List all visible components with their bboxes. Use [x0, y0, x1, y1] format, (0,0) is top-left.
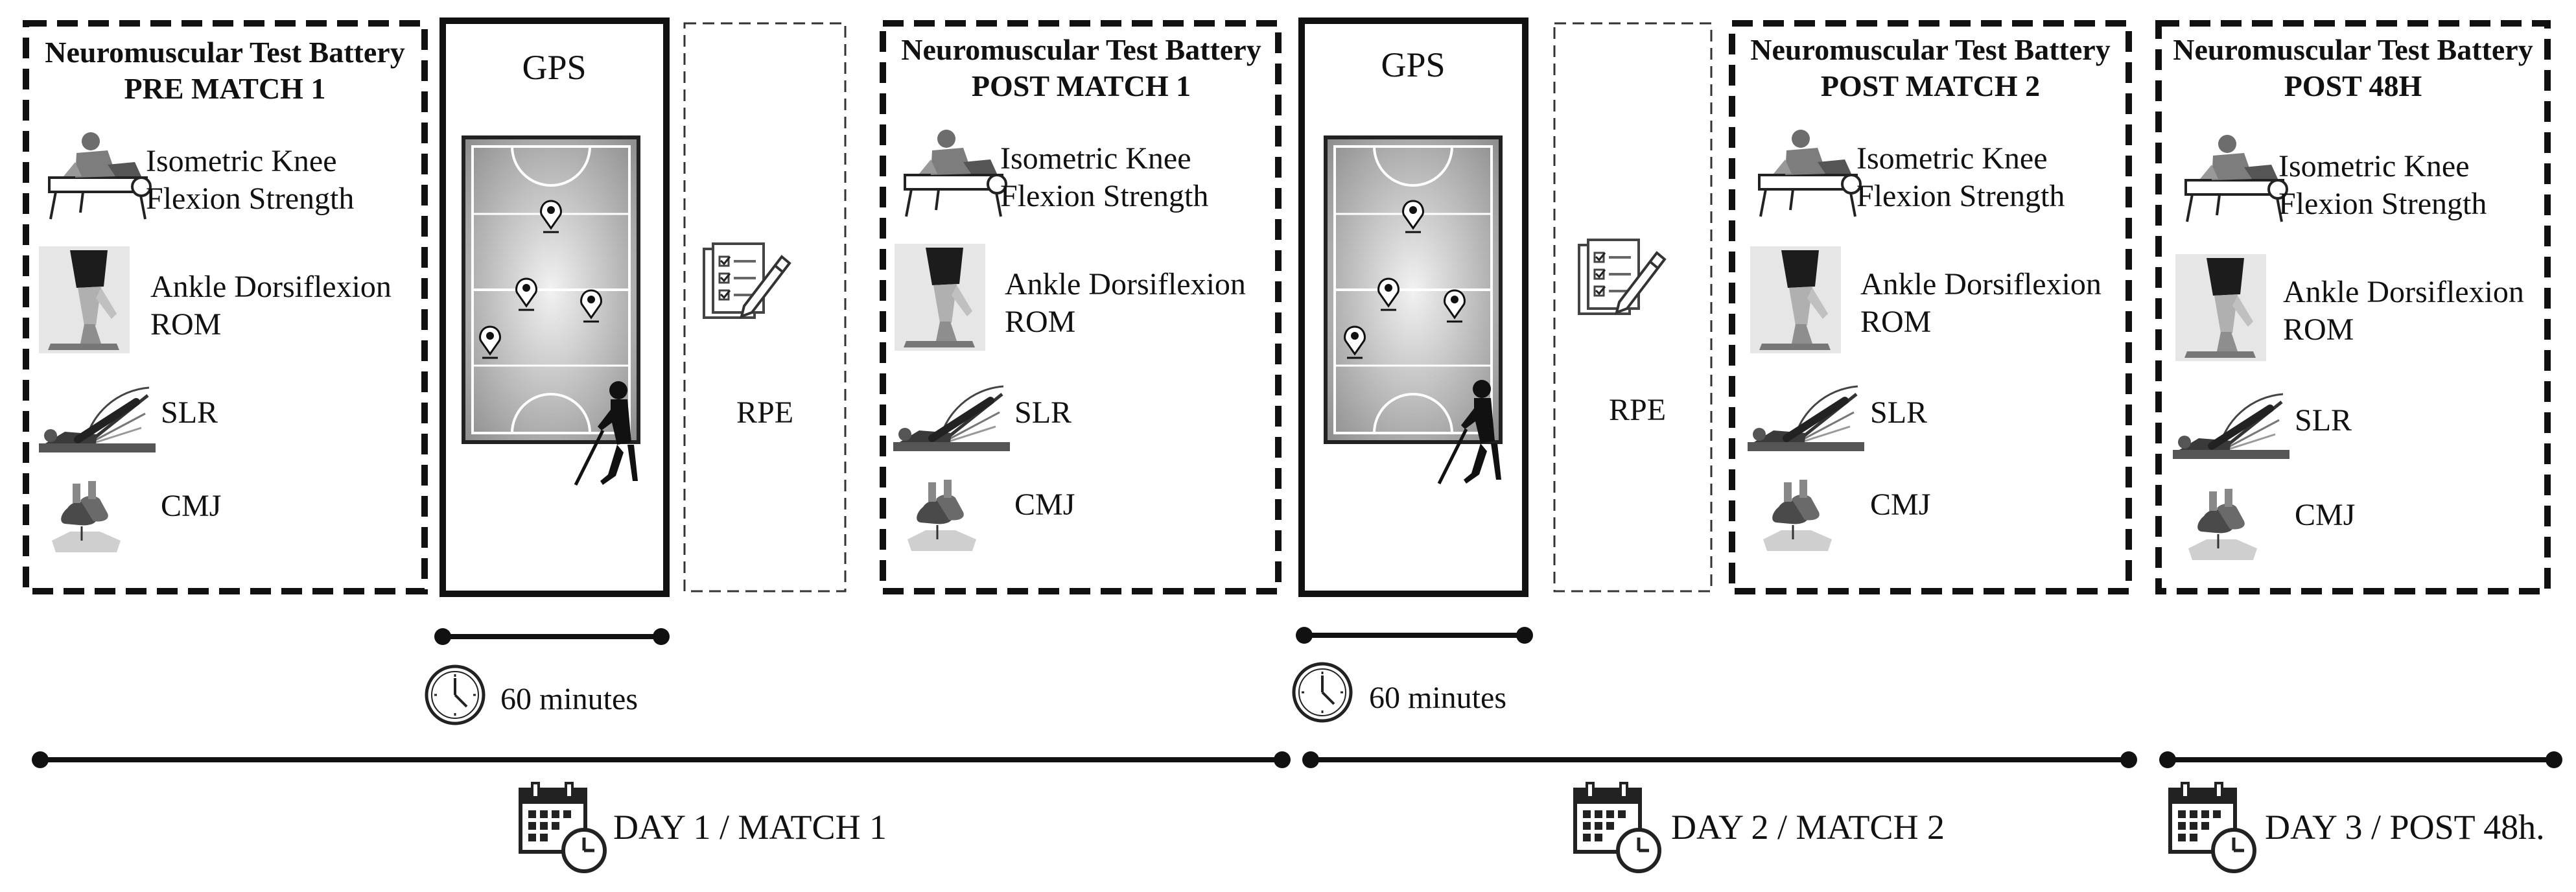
test-label: Ankle Dorsiflexion [1005, 267, 1246, 301]
duration-marker-2: 60 minutes [1294, 627, 1533, 721]
duration-marker-1: 60 minutes [427, 628, 670, 723]
test-label: CMJ [161, 489, 221, 523]
test-label: CMJ [2295, 498, 2355, 532]
battery-box-post-match-2: Neuromuscular Test Battery POST MATCH 2 … [1729, 20, 2132, 594]
day-label: DAY 2 / MATCH 2 [1671, 808, 1945, 847]
jump-shoes-icon [51, 480, 122, 554]
rpe-box-1: RPE [683, 22, 847, 593]
battery-heading: Neuromuscular Test Battery [1750, 33, 2110, 66]
gps-box-2: GPS [1298, 18, 1528, 597]
knee-dynamometer-icon [2184, 134, 2288, 223]
ankle-lunge-icon [1750, 246, 1841, 353]
calendar-icon [2170, 783, 2254, 871]
knee-dynamometer-icon [1758, 128, 1862, 218]
day-label: DAY 1 / MATCH 1 [613, 808, 887, 847]
battery-heading: Neuromuscular Test Battery [45, 36, 404, 69]
battery-heading: Neuromuscular Test Battery [901, 33, 1261, 66]
test-label: SLR [1014, 395, 1071, 430]
calendar-icon [521, 783, 605, 871]
rpe-box-2: RPE [1553, 22, 1713, 593]
test-label: CMJ [1014, 487, 1075, 522]
test-label: CMJ [1870, 487, 1930, 522]
battery-subheading: POST 48H [2284, 69, 2422, 102]
test-label: Isometric Knee [2278, 149, 2470, 183]
day-3-timeline: DAY 3 / POST 48h. [2159, 751, 2562, 871]
straight-leg-raise-icon [39, 388, 156, 452]
test-label: Ankle Dorsiflexion [1860, 267, 2102, 301]
ankle-lunge-icon [2175, 254, 2266, 361]
checklist-pencil-icon [1578, 239, 1666, 315]
jump-shoes-icon [906, 478, 978, 552]
test-label: Flexion Strength [2278, 187, 2487, 221]
gps-box-1: GPS [439, 18, 670, 597]
rpe-label: RPE [736, 395, 793, 430]
ankle-lunge-icon [895, 244, 985, 351]
clock-icon [427, 666, 484, 723]
day-1-timeline: DAY 1 / MATCH 1 [32, 751, 1291, 871]
checklist-pencil-icon [703, 242, 791, 319]
test-label: Flexion Strength [1000, 179, 1208, 213]
day-label: DAY 3 / POST 48h. [2265, 808, 2545, 847]
jump-shoes-icon [2187, 487, 2258, 561]
battery-box-pre-match-1: Neuromuscular Test Battery PRE MATCH 1 I… [23, 20, 428, 594]
rpe-label: RPE [1609, 393, 1666, 427]
test-label: Isometric Knee [1856, 141, 2048, 176]
calendar-icon [1575, 783, 1659, 871]
test-label: Ankle Dorsiflexion [2283, 275, 2524, 309]
knee-dynamometer-icon [904, 128, 1007, 218]
test-label: Flexion Strength [146, 182, 354, 216]
test-label: Isometric Knee [146, 144, 337, 178]
duration-label: 60 minutes [500, 682, 638, 716]
day-2-timeline: DAY 2 / MATCH 2 [1302, 751, 2137, 871]
test-label: SLR [1870, 395, 1927, 430]
battery-box-post-48h: Neuromuscular Test Battery POST 48H Isom… [2155, 20, 2551, 594]
ankle-lunge-icon [39, 246, 130, 353]
battery-heading: Neuromuscular Test Battery [2173, 33, 2533, 66]
duration-label: 60 minutes [1369, 681, 1506, 715]
straight-leg-raise-icon [2173, 394, 2289, 459]
knee-dynamometer-icon [48, 131, 152, 220]
test-label: Flexion Strength [1856, 179, 2065, 213]
battery-subheading: POST MATCH 2 [1821, 69, 2040, 102]
battery-box-post-match-1: Neuromuscular Test Battery POST MATCH 1 … [880, 20, 1282, 594]
clock-icon [1294, 664, 1351, 721]
test-label: Isometric Knee [1000, 141, 1191, 176]
battery-subheading: POST MATCH 1 [972, 69, 1191, 102]
test-label: ROM [2283, 312, 2354, 347]
straight-leg-raise-icon [893, 386, 1010, 451]
test-label: SLR [161, 395, 218, 430]
test-label: SLR [2295, 403, 2352, 438]
gps-label: GPS [522, 48, 586, 87]
test-label: ROM [150, 307, 221, 342]
jump-shoes-icon [1762, 478, 1833, 552]
gps-label: GPS [1381, 45, 1445, 84]
court-gps-icon [462, 135, 640, 444]
test-label: Ankle Dorsiflexion [150, 270, 392, 304]
battery-subheading: PRE MATCH 1 [124, 72, 326, 105]
straight-leg-raise-icon [1748, 386, 1864, 451]
test-label: ROM [1860, 305, 1931, 339]
court-gps-icon [1324, 135, 1503, 444]
test-label: ROM [1005, 305, 1075, 339]
